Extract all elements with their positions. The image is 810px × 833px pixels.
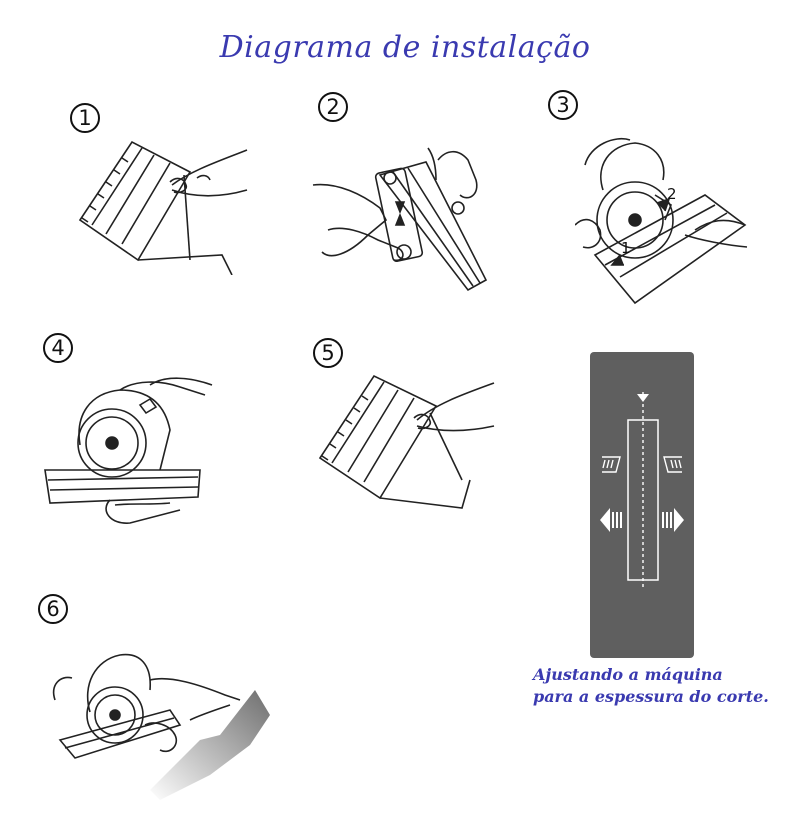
step-number-4: 4	[43, 333, 73, 363]
saw-on-rail-icon	[40, 375, 215, 535]
thickness-adjust-icon	[590, 352, 694, 658]
step3-label-2: 2	[667, 185, 677, 203]
step-number-5: 5	[313, 338, 343, 368]
guide-rail-icon	[72, 130, 252, 275]
step-number-1: 1	[70, 103, 100, 133]
step-number-3: 3	[548, 90, 578, 120]
step-number-2: 2	[318, 92, 348, 122]
adjustment-caption: Ajustando a máquina para a espessura do …	[533, 664, 793, 708]
saw-cutting-icon	[50, 640, 275, 800]
rail-slider-icon	[308, 140, 508, 300]
caption-line-1: Ajustando a máquina	[533, 665, 723, 684]
step3-label-1: 1	[621, 239, 631, 257]
page-title: Diagrama de instalação	[219, 30, 591, 65]
saw-mounting-icon: 2 1	[575, 135, 750, 305]
caption-line-2: para a espessura do corte.	[533, 687, 769, 706]
guide-rail-icon-2	[312, 368, 497, 513]
step-number-6: 6	[38, 594, 68, 624]
